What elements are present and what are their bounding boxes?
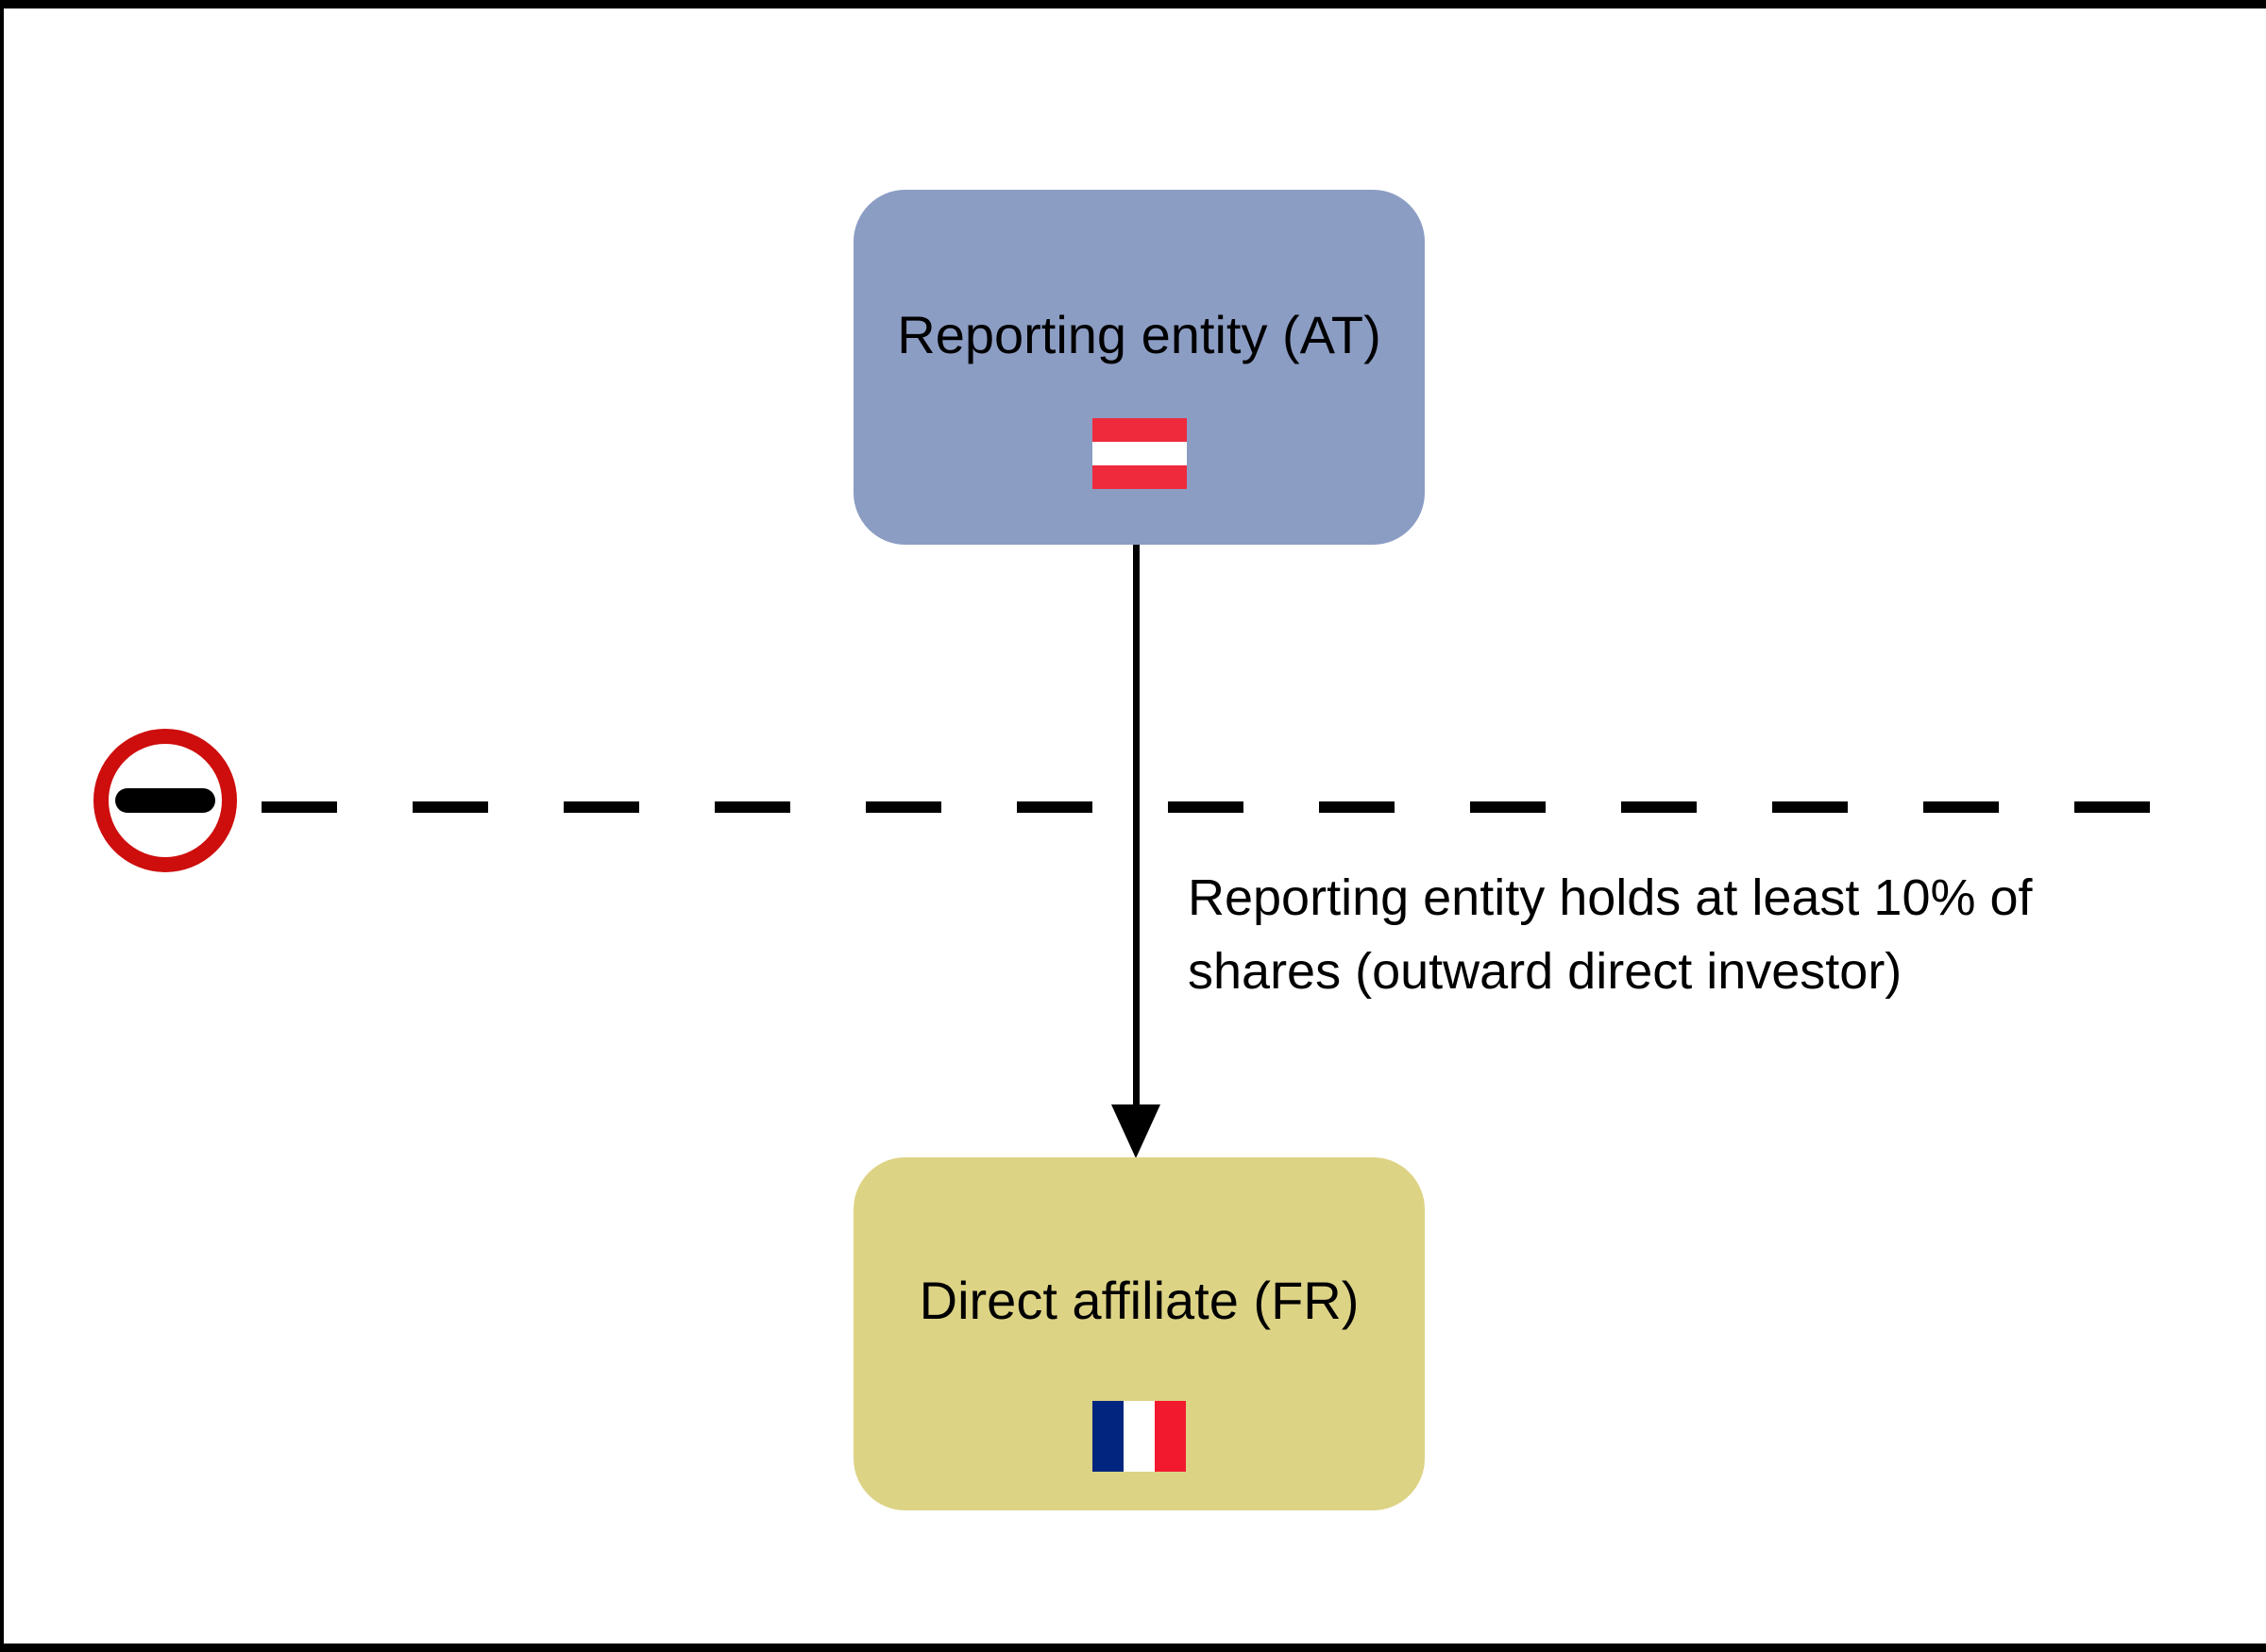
flag-stripe: [1123, 1401, 1156, 1472]
no-entry-bar: [115, 788, 215, 813]
edge-label-line-2: shares (outward direct investor): [1188, 943, 1902, 1000]
edge-label-line-1: Reporting entity holds at least 10% of: [1188, 869, 2033, 926]
reporting-entity-label: Reporting entity (AT): [897, 305, 1381, 364]
flag-stripe: [1155, 1401, 1187, 1472]
flag-stripe: [1091, 442, 1187, 465]
no-entry-icon: [93, 729, 237, 872]
france-flag-icon: [1091, 1401, 1187, 1472]
ownership-arrowhead-icon: [1111, 1104, 1160, 1158]
direct-affiliate-node: Direct affiliate (FR): [854, 1157, 1425, 1510]
ownership-edge-label: Reporting entity holds at least 10% of s…: [1188, 861, 2033, 1008]
flag-stripe: [1091, 465, 1187, 489]
ownership-arrow-line: [1133, 545, 1140, 1108]
country-border-dashed-line: [262, 801, 2153, 813]
reporting-entity-node: Reporting entity (AT): [854, 190, 1425, 545]
direct-affiliate-label: Direct affiliate (FR): [919, 1271, 1360, 1330]
flag-stripe: [1091, 1401, 1124, 1472]
flag-stripe: [1091, 418, 1187, 442]
austria-flag-icon: [1091, 418, 1187, 489]
